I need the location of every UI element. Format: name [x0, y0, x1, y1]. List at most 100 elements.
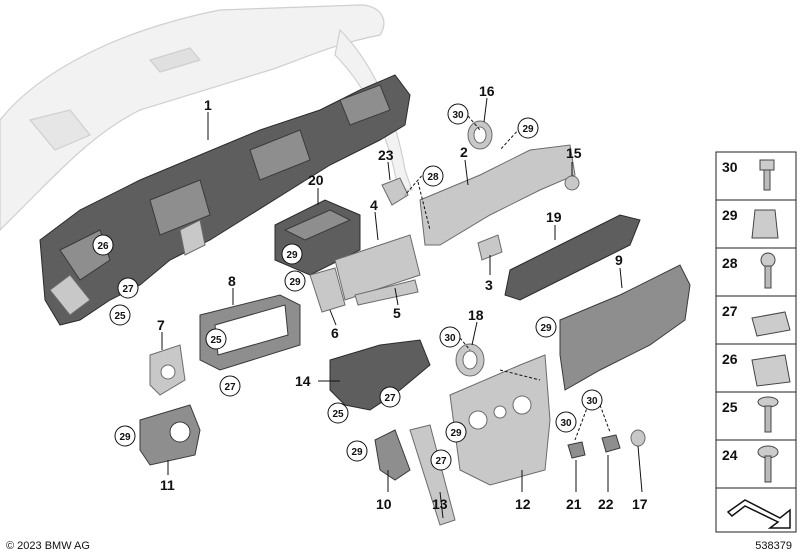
clip-icon [751, 354, 791, 387]
nut-clip-icon [751, 311, 791, 337]
circled-label: 29 [114, 425, 136, 447]
svg-text:25: 25 [114, 311, 126, 322]
svg-text:29: 29 [450, 428, 462, 439]
svg-text:27: 27 [384, 393, 396, 404]
part-3-small-cover [477, 234, 503, 261]
leader-lines [161, 97, 643, 519]
part-label: 11 [160, 477, 175, 493]
legend-label: 24 [722, 447, 738, 463]
circled-label: 28 [422, 165, 444, 187]
screw-icon [759, 159, 775, 191]
svg-text:25: 25 [332, 409, 344, 420]
part-label: 1 [204, 97, 212, 113]
svg-text:28: 28 [427, 172, 439, 183]
part-label: 20 [308, 172, 324, 188]
part-22-clip [601, 434, 621, 453]
svg-text:27: 27 [122, 284, 134, 295]
part-2-upper-trim [419, 144, 576, 246]
screw-icon [757, 445, 779, 483]
circled-fastener-labels: 30 29 28 26 27 25 29 25 27 29 30 25 27 2… [92, 103, 603, 471]
arrow-outline-icon [726, 499, 791, 529]
screw-icon [757, 396, 779, 433]
legend-label: 25 [722, 399, 738, 415]
part-4-center-trim [334, 234, 421, 301]
svg-text:30: 30 [444, 333, 456, 344]
part-label: 17 [632, 496, 648, 512]
circled-label: 30 [555, 411, 577, 433]
part-label: 16 [479, 83, 495, 99]
part-21-clip [567, 441, 586, 459]
legend-label: 30 [722, 159, 738, 175]
circled-label: 27 [430, 449, 452, 471]
legend-label: 28 [722, 255, 738, 271]
circled-label: 29 [517, 117, 539, 139]
svg-text:26: 26 [97, 241, 109, 252]
part-label: 14 [295, 373, 311, 389]
svg-text:29: 29 [522, 124, 534, 135]
clip-icon [751, 209, 779, 239]
circled-label: 27 [219, 375, 241, 397]
part-label: 2 [460, 144, 468, 160]
part-label: 3 [485, 277, 493, 293]
svg-text:30: 30 [452, 110, 464, 121]
legend-label: 29 [722, 207, 738, 223]
diagram-number: 538379 [755, 540, 792, 552]
part-label: 5 [393, 305, 401, 321]
part-23-bracket [381, 177, 409, 206]
circled-label: 30 [581, 389, 603, 411]
svg-text:29: 29 [540, 323, 552, 334]
part-13-strip [409, 424, 456, 526]
part-label: 22 [598, 496, 614, 512]
part-label: 21 [566, 496, 582, 512]
part-label: 7 [157, 317, 165, 333]
part-8-frame [199, 294, 301, 371]
part-label: 23 [378, 147, 394, 163]
part-label: 19 [546, 209, 562, 225]
svg-text:27: 27 [224, 382, 236, 393]
svg-text:25: 25 [210, 335, 222, 346]
circled-label: 25 [205, 328, 227, 350]
circled-label: 26 [92, 234, 114, 256]
part-label: 12 [515, 496, 531, 512]
part-6-trim-piece [309, 267, 346, 313]
circled-label: 25 [327, 402, 349, 424]
svg-text:30: 30 [586, 396, 598, 407]
legend-label: 27 [722, 303, 738, 319]
fastener-legend: 30 29 28 27 26 25 24 [715, 151, 797, 533]
svg-text:27: 27 [435, 456, 447, 467]
circled-label: 30 [447, 103, 469, 125]
svg-text:30: 30 [560, 418, 572, 429]
part-12-center-panel [449, 354, 551, 486]
part-label: 15 [566, 145, 582, 161]
part-10-cover [374, 429, 411, 481]
part-label: 10 [376, 496, 392, 512]
circled-label: 29 [445, 421, 467, 443]
part-15-clip [564, 175, 580, 191]
part-label: 4 [370, 197, 378, 213]
part-label: 6 [331, 325, 339, 341]
part-label: 18 [468, 307, 484, 323]
svg-text:29: 29 [351, 447, 363, 458]
part-16-ring [467, 120, 493, 150]
part-9-glovebox-trim [559, 264, 691, 391]
svg-text:29: 29 [119, 432, 131, 443]
copyright-text: © 2023 BMW AG [6, 540, 90, 552]
part-1-dashboard-carrier [39, 74, 411, 326]
part-label: 9 [615, 252, 623, 268]
circled-label: 27 [117, 277, 139, 299]
circled-label: 29 [346, 440, 368, 462]
circled-label: 27 [379, 386, 401, 408]
svg-text:29: 29 [286, 250, 298, 261]
part-label: 13 [432, 496, 448, 512]
part-14-bracket [329, 339, 431, 411]
circled-label: 25 [109, 304, 131, 326]
part-number-labels: 1 2 3 4 5 6 7 8 9 10 11 12 13 14 15 16 1… [157, 83, 648, 512]
legend-label: 26 [722, 351, 738, 367]
circled-label: 29 [535, 316, 557, 338]
part-19-bracket [504, 214, 641, 301]
part-18-ring [455, 343, 485, 377]
screw-icon [760, 252, 776, 289]
circled-label: 29 [281, 243, 303, 265]
part-11-cover [139, 404, 201, 466]
